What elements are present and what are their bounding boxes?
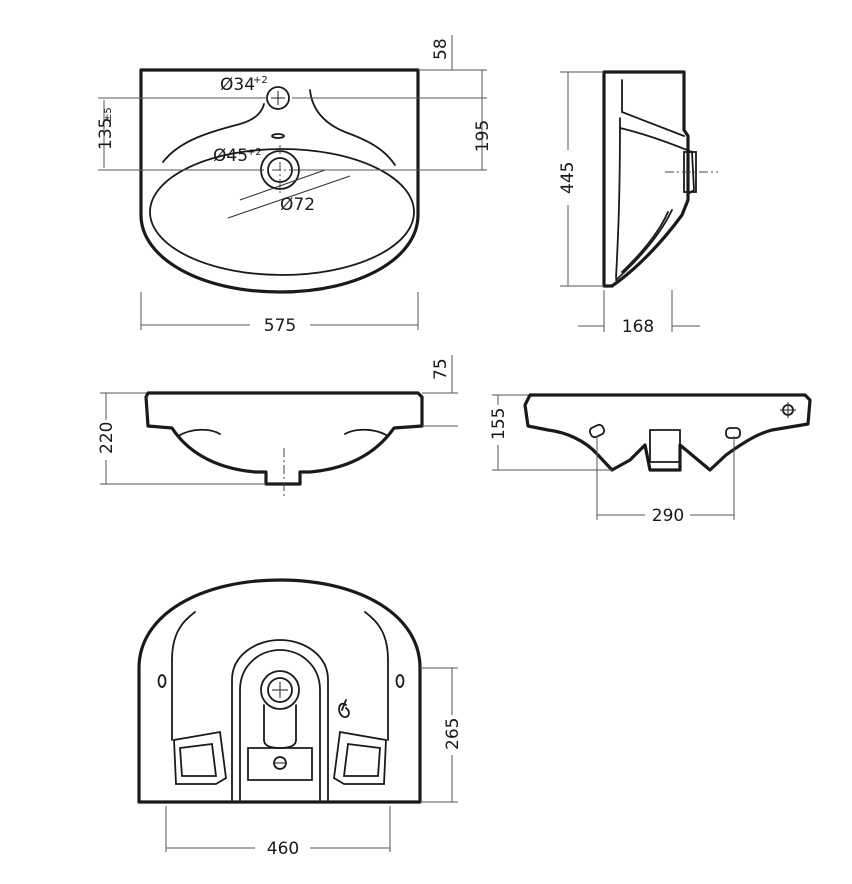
drain-hole-label: Ø45 [213,146,248,166]
front-height-label: 220 [97,422,117,454]
bottom-drain-outer [260,670,300,710]
bottom-offset-label: 265 [443,718,463,750]
back-height-label: 155 [489,408,509,440]
drain-outer-label: Ø72 [280,195,315,215]
back-view-outline [523,393,812,472]
front-view: 220 75 [97,355,458,496]
top-view-deck-curve-right [309,89,396,166]
drain-offset-label: 195 [473,120,493,152]
tap-to-drain-tolerance: ±5 [103,107,114,122]
back-view: 155 290 [489,393,812,526]
bottom-spacing-label: 460 [267,839,299,859]
back-spacing-label: 290 [652,506,684,526]
bottom-view-outline [137,578,422,804]
top-view-basin-outline [139,68,420,294]
tap-hole-label: Ø34 [220,75,255,95]
top-width-label: 575 [264,316,296,336]
side-view: 445 168 [558,70,718,337]
tap-offset-label: 58 [431,38,451,60]
side-depth-label: 445 [558,162,578,194]
top-view: 575 Ø34 +2 Ø45 +2 Ø72 58 195 135 ±5 [96,35,493,336]
top-view-deck-curve [162,103,265,163]
tap-hole-tolerance: +2 [253,75,268,86]
overflow-slot [271,133,285,139]
front-rim-label: 75 [431,358,451,380]
side-width-label: 168 [622,317,654,337]
bottom-view: 265 460 [137,578,463,859]
tap-to-drain-label: 135 [96,118,116,150]
drain-hole-tolerance: +2 [247,147,262,158]
top-view-bowl [149,148,415,276]
bottom-drain-inner [267,677,293,703]
side-view-outline [602,70,690,288]
